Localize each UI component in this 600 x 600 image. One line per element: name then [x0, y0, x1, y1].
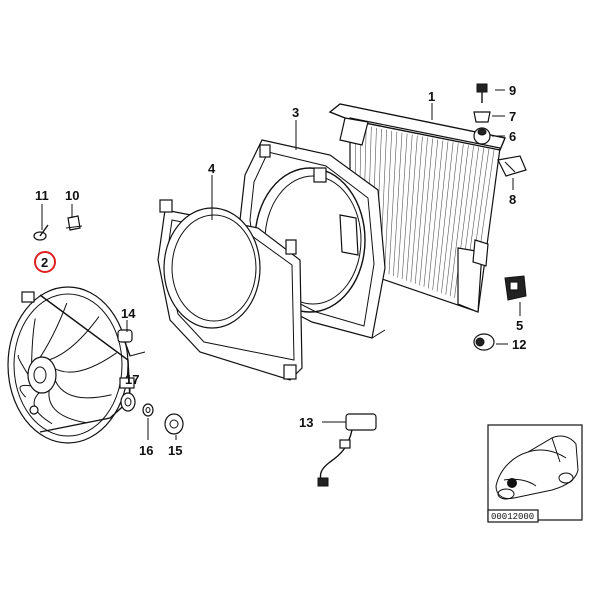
- callout-14: 14: [121, 306, 136, 321]
- callout-6: 6: [509, 129, 516, 144]
- bracket-8: [497, 155, 527, 177]
- leader-lines: [41, 89, 521, 440]
- clip-10: [65, 215, 83, 231]
- callout-1: 1: [428, 89, 435, 104]
- nut-17: [120, 392, 136, 412]
- callout-9: 9: [509, 83, 516, 98]
- callout-7: 7: [509, 109, 516, 124]
- callout-8: 8: [509, 192, 516, 207]
- resistor-13: [317, 413, 377, 487]
- highlight-ring: [34, 251, 56, 273]
- callout-11: 11: [35, 188, 49, 203]
- callout-17: 17: [125, 372, 139, 387]
- callout-4: 4: [208, 161, 216, 176]
- callout-16: 16: [139, 443, 153, 458]
- bolt-14: [117, 329, 146, 357]
- temperature-switch-5: [504, 275, 527, 301]
- callout-2: 2: [41, 255, 48, 270]
- rubber-mount-15: [164, 413, 184, 435]
- auxiliary-fan: [7, 286, 135, 444]
- vehicle-location-inset: 00012000: [487, 424, 583, 523]
- callout-15: 15: [168, 443, 182, 458]
- callout-3: 3: [292, 105, 299, 120]
- screw-11: [33, 224, 49, 241]
- sensor-12: [473, 333, 495, 351]
- callout-13: 13: [299, 415, 313, 430]
- callout-10: 10: [65, 188, 79, 203]
- grommet-6: [473, 127, 491, 145]
- callout-12: 12: [512, 337, 526, 352]
- radiator: [328, 103, 506, 313]
- nut-7: [473, 111, 491, 123]
- bolt-9: [476, 83, 488, 103]
- front-fan-shroud: [157, 199, 303, 381]
- inset-code: 00012000: [491, 512, 534, 522]
- callout-5: 5: [516, 318, 523, 333]
- location-marker: [507, 478, 517, 488]
- washer-16: [142, 403, 154, 417]
